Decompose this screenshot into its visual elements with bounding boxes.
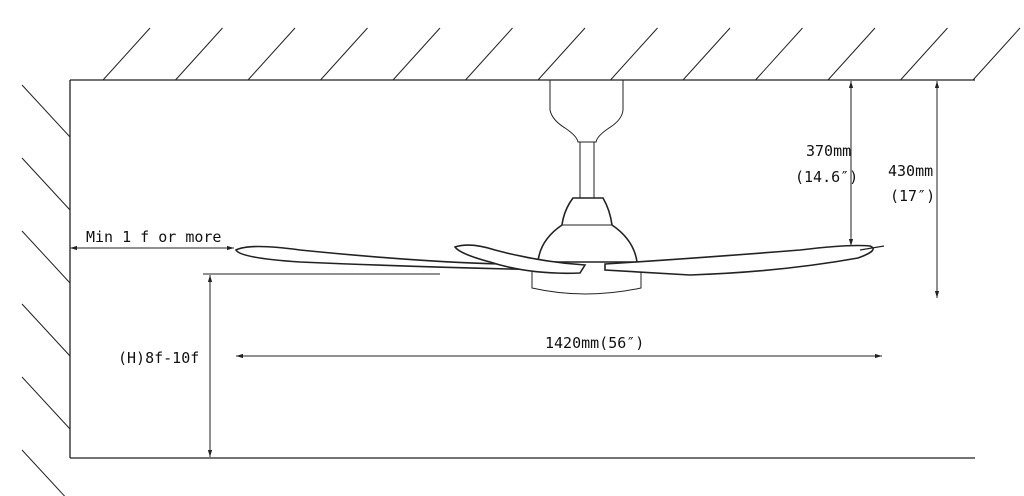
hatch-line (21, 84, 71, 138)
hatch-line (900, 27, 948, 81)
blade-span-dimension: 1420mm(56″) (236, 334, 882, 359)
total-height-in: (17″) (890, 187, 935, 205)
fan-blade-right (604, 244, 874, 276)
fan-light-kit (531, 272, 642, 295)
hatch-line (102, 27, 151, 81)
hatch-line (21, 449, 66, 496)
wall (21, 80, 71, 496)
total-height-mm: 430mm (888, 162, 933, 180)
hatch-line (247, 27, 296, 81)
hatch-line (320, 27, 368, 81)
hatch-line (610, 27, 658, 81)
side-clearance-dimension: Min 1 f or more (70, 228, 234, 251)
fan-downrod (579, 141, 595, 199)
ceiling-fan (234, 80, 885, 295)
ceiling-hatch (102, 27, 1021, 81)
hatch-line (21, 230, 71, 284)
hatch-line (21, 303, 71, 357)
fan-motor-housing (537, 197, 638, 263)
hatch-line (21, 376, 71, 430)
side-clearance-label: Min 1 f or more (86, 228, 221, 246)
hatch-line (972, 27, 1021, 81)
hatch-line (827, 27, 876, 81)
mount-height-label: (H)8f-10f (118, 349, 199, 367)
downrod-height-in: (14.6″) (795, 168, 858, 186)
hatch-line (537, 27, 586, 81)
hatch-line (682, 27, 731, 81)
downrod-dimension: 370mm (14.6″) (795, 81, 858, 246)
downrod-height-mm: 370mm (806, 142, 851, 160)
total-height-dimension: 430mm (17″) (888, 81, 940, 298)
hatch-line (465, 27, 513, 81)
wall-hatch (21, 84, 71, 496)
mount-height-dimension: (H)8f-10f (118, 273, 440, 457)
hatch-line (175, 27, 223, 81)
fan-canopy (549, 80, 624, 143)
hatch-line (392, 27, 441, 81)
hatch-line (21, 157, 71, 211)
fan-blade-back (453, 244, 587, 275)
hatch-line (755, 27, 803, 81)
blade-span-label: 1420mm(56″) (545, 334, 644, 352)
ceiling (70, 27, 1021, 81)
